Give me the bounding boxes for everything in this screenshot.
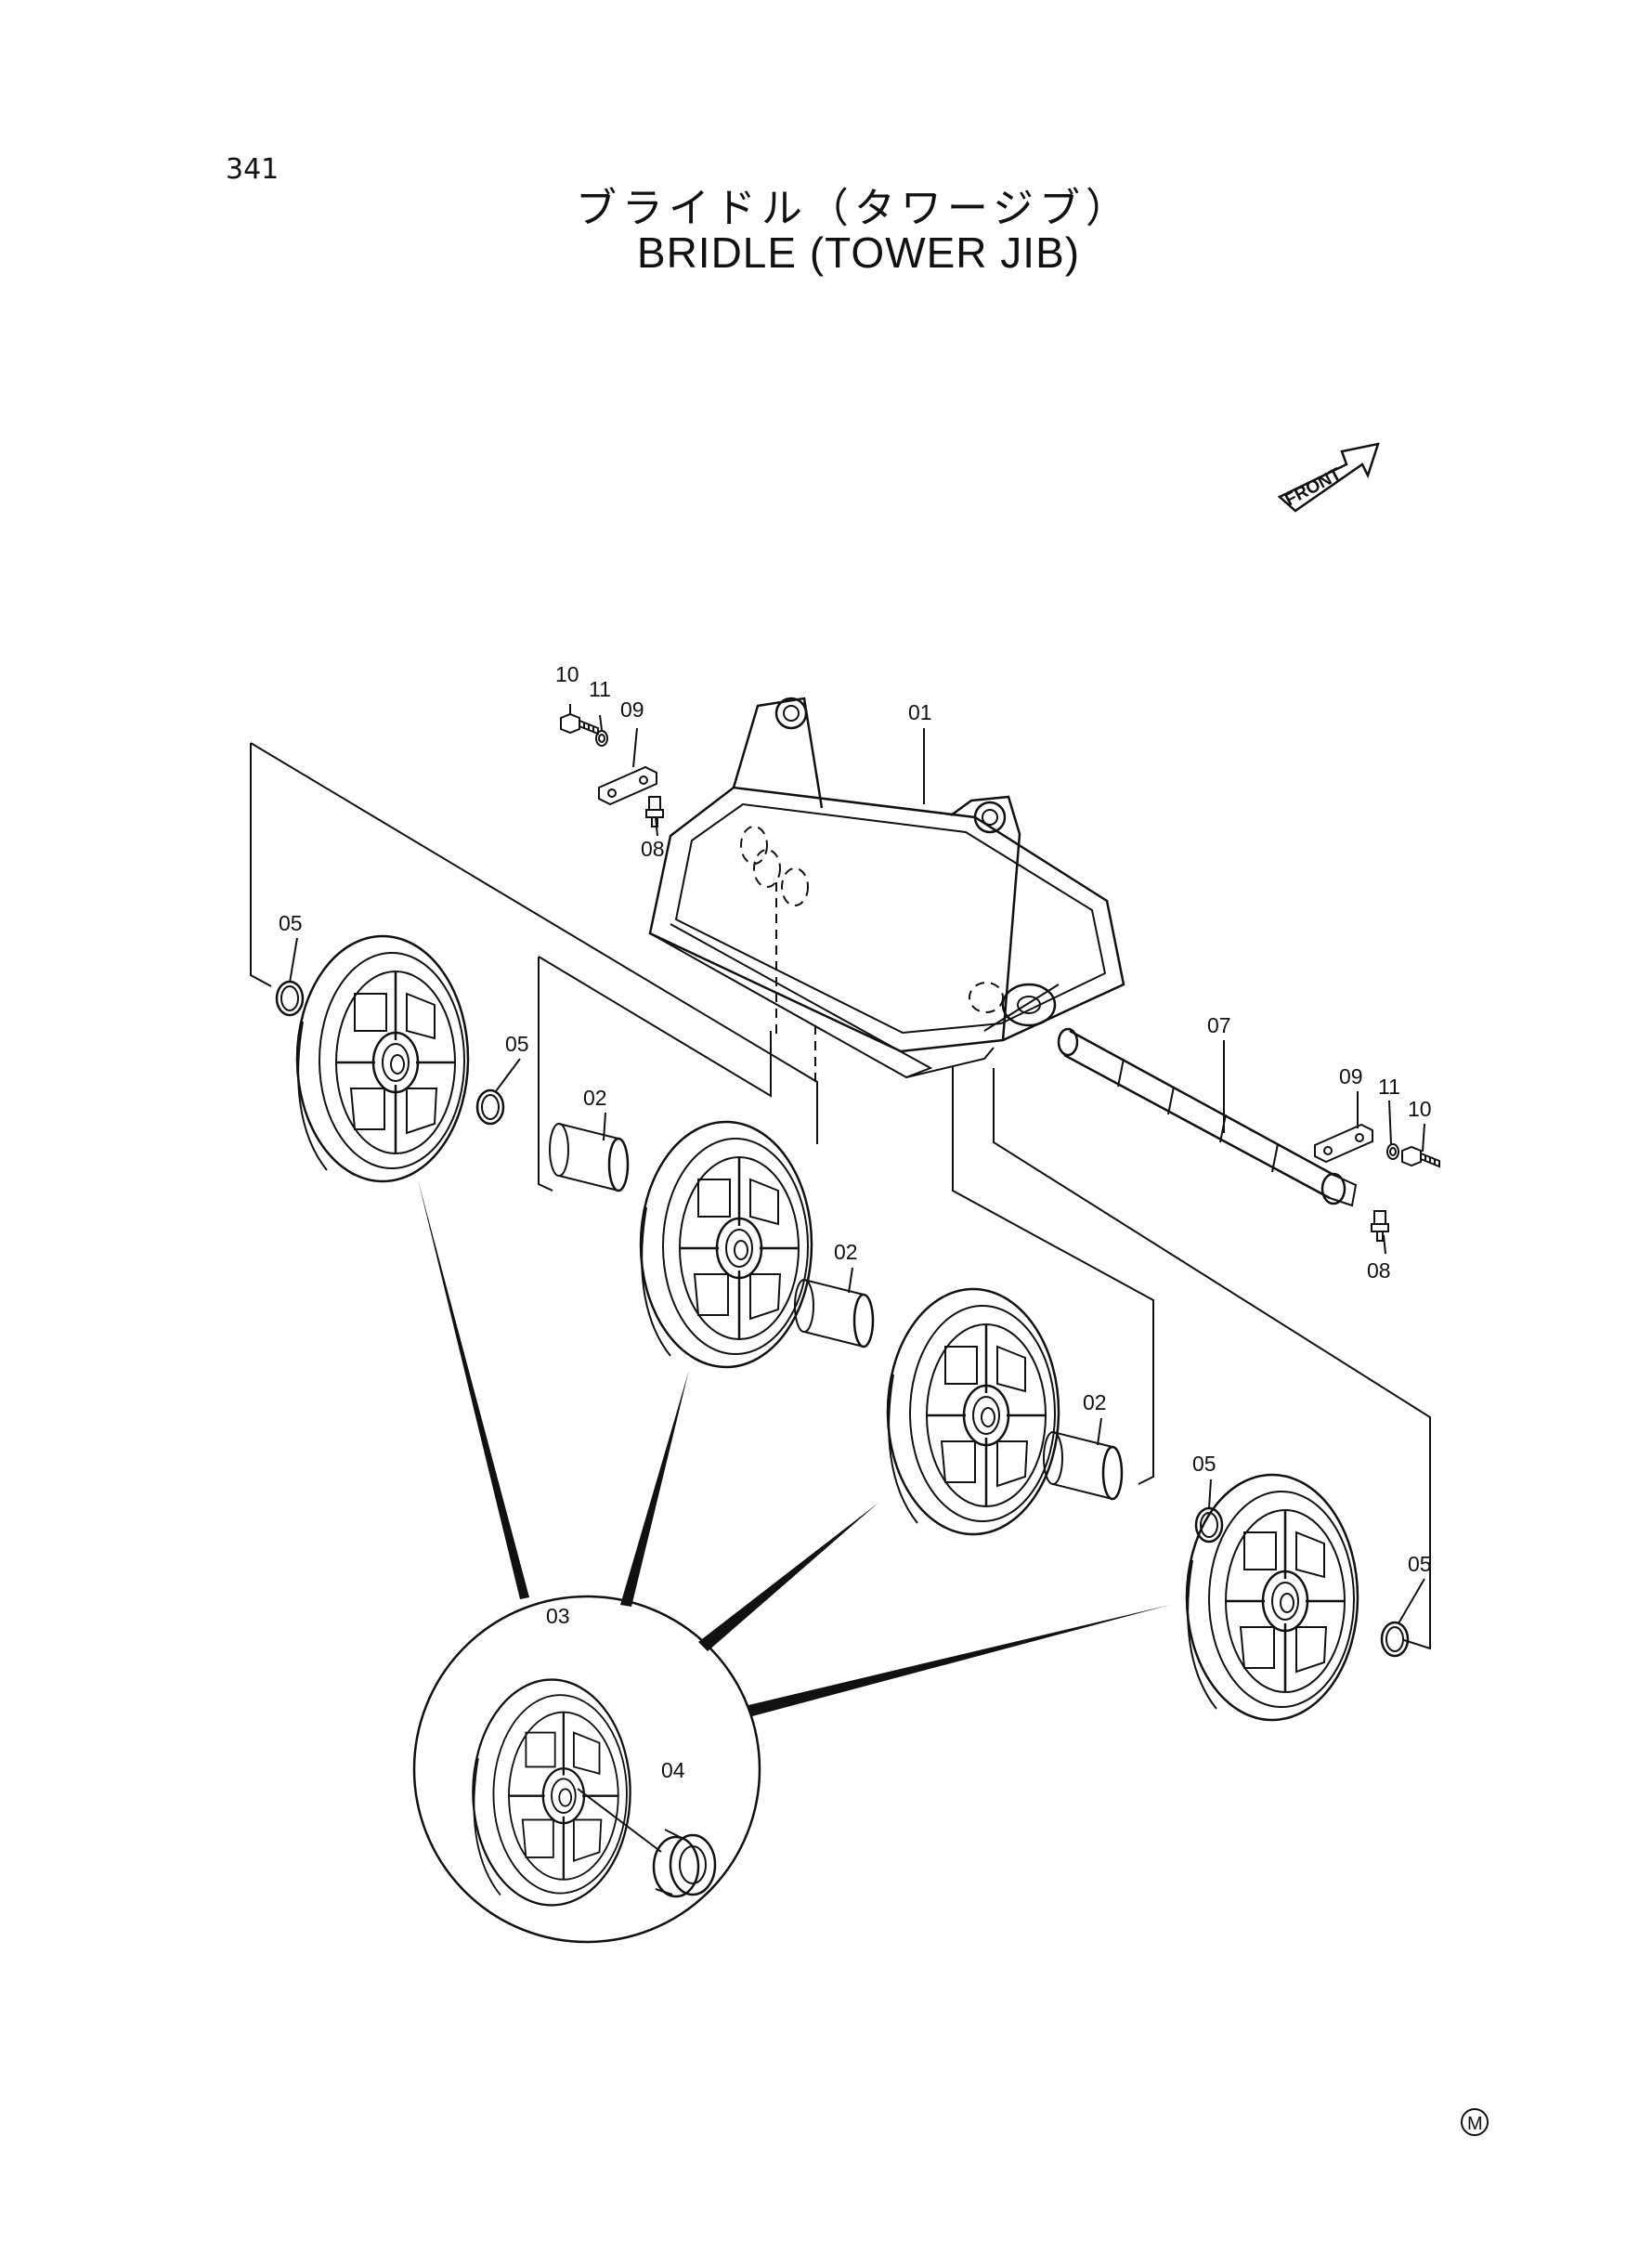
plate-part-09-b <box>1314 1124 1373 1163</box>
callout-09: 09 <box>620 697 644 722</box>
oring-part-05-d <box>1380 1621 1410 1658</box>
page-number: 341 <box>226 153 280 186</box>
grease-nipple-part-08-b <box>1371 1210 1389 1242</box>
m-mark-text: M <box>1467 2114 1483 2134</box>
callout-01: 01 <box>908 700 932 724</box>
grease-nipple-part-08-a <box>645 796 664 827</box>
plate-part-09-a <box>598 766 657 805</box>
oring-part-05-b <box>475 1088 505 1126</box>
callout-11: 11 <box>1378 1075 1400 1099</box>
page-title-japanese: ブライドル（タワージブ） <box>575 185 1133 232</box>
callout-10: 10 <box>555 662 579 686</box>
oring-part-05-c <box>1194 1506 1224 1544</box>
callout-10: 10 <box>1408 1097 1432 1121</box>
callout-leader-lines <box>289 704 1425 1624</box>
callout-05: 05 <box>505 1032 529 1056</box>
bridle-body-part-01 <box>648 697 1125 1079</box>
washer-part-11-a <box>595 730 608 747</box>
page-title-english: BRIDLE (TOWER JIB) <box>636 228 1081 277</box>
front-label: FRONT <box>1281 464 1345 510</box>
callout-labels: 01 05 05 02 02 02 05 05 07 09 11 10 08 1… <box>279 662 1432 1782</box>
callout-08: 08 <box>641 837 665 861</box>
callout-09: 09 <box>1339 1064 1363 1088</box>
shaft-part-07 <box>1057 1027 1358 1207</box>
sheave-1 <box>295 934 470 1183</box>
callout-02: 02 <box>834 1240 858 1264</box>
callout-05: 05 <box>1408 1552 1432 1576</box>
detail-view-part-03-04 <box>412 1595 761 1944</box>
sheave-2 <box>639 1120 813 1369</box>
callout-11: 11 <box>589 677 611 701</box>
callout-02: 02 <box>583 1086 607 1110</box>
callout-02: 02 <box>1083 1390 1107 1414</box>
sheave-4 <box>1185 1473 1359 1722</box>
callout-04: 04 <box>661 1758 685 1782</box>
bolt-part-10-a <box>560 713 599 735</box>
front-arrow-icon: FRONT <box>1277 442 1380 513</box>
spacer-part-02-a <box>548 1122 630 1192</box>
sheave-3 <box>886 1287 1060 1536</box>
callout-08: 08 <box>1367 1258 1391 1283</box>
detail-pointers <box>418 1179 1170 1716</box>
callout-05: 05 <box>1192 1452 1216 1476</box>
callout-07: 07 <box>1207 1013 1231 1037</box>
washer-part-11-b <box>1386 1143 1399 1160</box>
assembly-leader-lines <box>250 742 1431 1650</box>
bolt-part-10-b <box>1401 1146 1440 1167</box>
callout-03: 03 <box>546 1604 570 1628</box>
m-mark-icon: M <box>1461 2108 1489 2136</box>
callout-05: 05 <box>279 911 303 935</box>
oring-part-05-a <box>275 980 305 1017</box>
